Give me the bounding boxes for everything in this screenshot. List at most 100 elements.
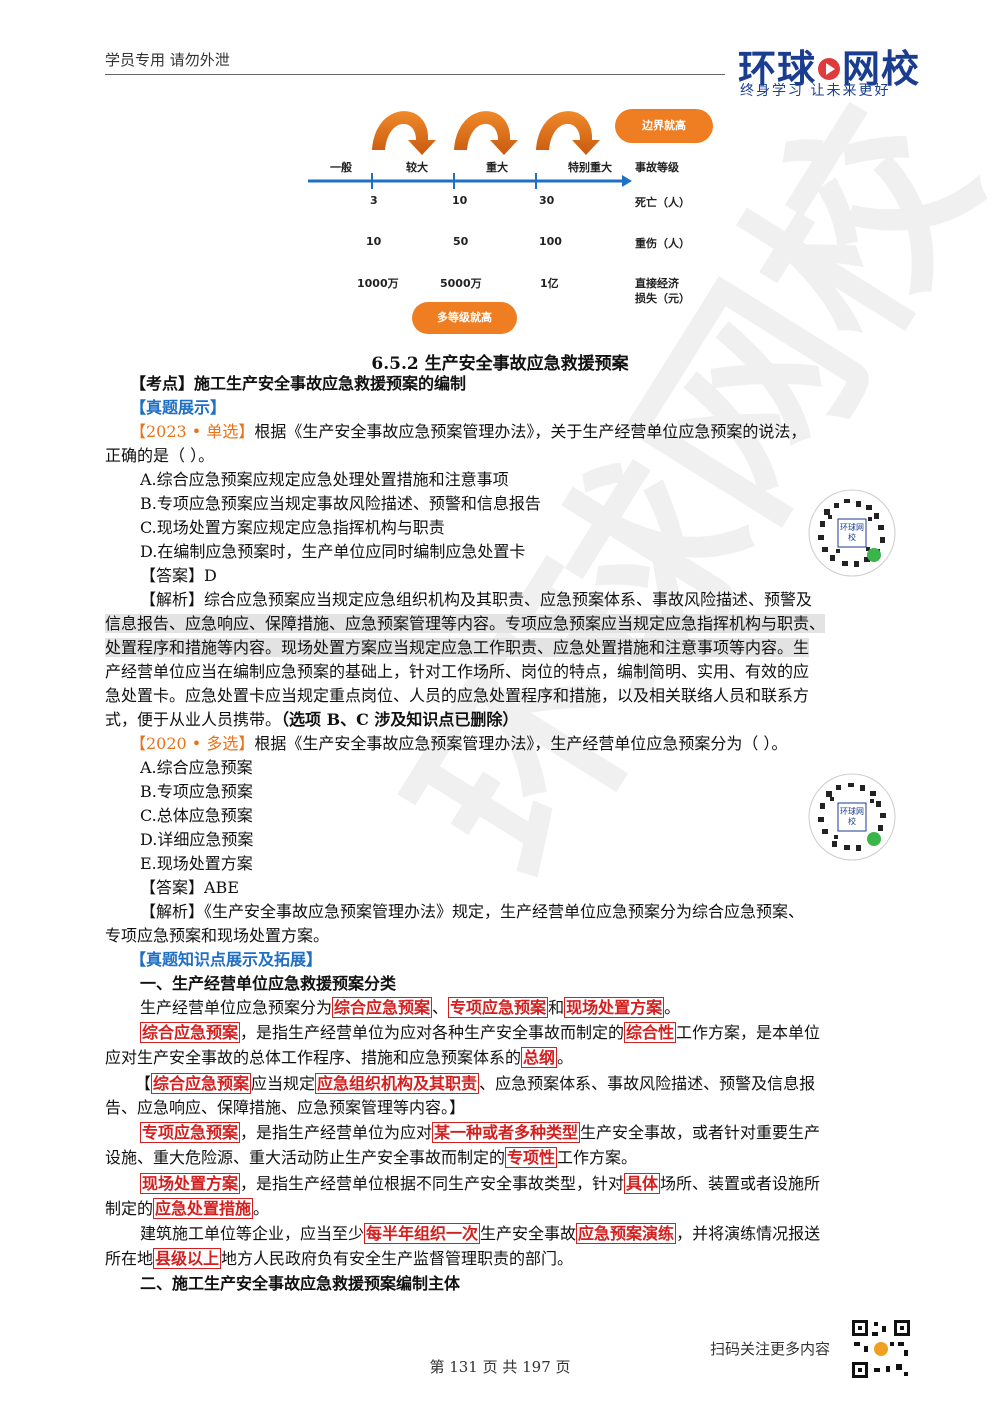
q1-analysis-3-text: 处置程序和措施等内容。现场处置方案应当规定应急工作职责、应急处置措施和注意事项等… bbox=[105, 638, 810, 657]
row2-label: 重伤（人） bbox=[635, 237, 690, 250]
p5-hl-c: 具体 bbox=[624, 1173, 661, 1194]
knowledge-p2-line1: 综合应急预案，是指生产经营单位为应对各种生产安全事故而制定的综合性工作方案，是本… bbox=[140, 1022, 960, 1044]
p6-hl-g: 县级以上 bbox=[153, 1248, 222, 1269]
qr-code-2-graphic bbox=[808, 773, 896, 861]
q1-analysis-5: 急处置卡。应急处置卡应当规定重点岗位、人员的应急处置程序和措施，以及相关联络人员… bbox=[105, 686, 810, 705]
knowledge-h1: 一、生产经营单位应急救援预案分类 bbox=[140, 974, 397, 993]
qr-code-2[interactable]: 环球网校 bbox=[808, 773, 896, 861]
q2-option-e: E.现场处置方案 bbox=[140, 854, 253, 873]
section-title: 6.5.2 生产安全事故应急救援预案 bbox=[371, 354, 629, 374]
q1-analysis-note: （选项 B、C 涉及知识点已删除） bbox=[281, 710, 519, 729]
logo-text-left: 环球 bbox=[738, 47, 817, 91]
level-3: 重大 bbox=[486, 161, 508, 174]
row3-v3: 1亿 bbox=[540, 277, 559, 290]
p3-hl-b: 综合应急预案 bbox=[151, 1073, 252, 1094]
row2-v1: 10 bbox=[366, 235, 382, 248]
p6-text-f: 所在地 bbox=[105, 1249, 154, 1268]
row2-v2: 50 bbox=[453, 235, 469, 248]
knowledge-p4-line2: 设施、重大危险源、重大活动防止生产安全事故而制定的专项性工作方案。 bbox=[105, 1147, 925, 1169]
axis-label: 事故等级 bbox=[635, 161, 679, 174]
p5-hl-a: 现场处置方案 bbox=[140, 1173, 241, 1194]
p1-hl-f: 现场处置方案 bbox=[564, 997, 665, 1018]
header-note: 学员专用 请勿外泄 bbox=[105, 51, 230, 69]
arrow-arc-2 bbox=[454, 111, 518, 155]
logo-slogan: 终身学习 让未来更好 bbox=[740, 83, 891, 99]
q1-analysis-1: 【解析】综合应急预案应当规定应急组织机构及其职责、应急预案体系、事故风险描述、预… bbox=[140, 590, 813, 609]
kaodian: 【考点】施工生产安全事故应急救援预案的编制 bbox=[130, 374, 467, 393]
row3-v2: 5000万 bbox=[440, 277, 482, 290]
q1-answer: 【答案】D bbox=[140, 566, 217, 585]
q1-analysis-3: 处置程序和措施等内容。现场处置方案应当规定应急工作职责、应急处置措施和注意事项等… bbox=[105, 637, 925, 659]
q2-stem-text: 根据《生产安全事故应急预案管理办法》，生产经营单位应急预案分为（ ）。 bbox=[254, 734, 788, 753]
p1-hl-d: 专项应急预案 bbox=[448, 997, 549, 1018]
qr-code-2-label: 环球网校 bbox=[840, 807, 864, 826]
arrow-arc-1 bbox=[372, 111, 436, 155]
zhenti-header: 【真题展示】 bbox=[130, 398, 227, 417]
qr-code-1-label: 环球网校 bbox=[840, 523, 864, 542]
knowledge-p3-line1: 【综合应急预案应当规定应急组织机构及其职责、应急预案体系、事故风险描述、预警及信… bbox=[135, 1073, 955, 1095]
q1-analysis-last: 式，便于从业人员携带。 bbox=[105, 710, 282, 729]
p2-text-g: 。 bbox=[557, 1048, 574, 1067]
logo-text-right: 网校 bbox=[842, 47, 921, 91]
p6-text-h: 地方人民政府负有安全生产监督管理职责的部门。 bbox=[221, 1249, 574, 1268]
q1-option-b: B.专项应急预案应当规定事故风险描述、预警和信息报告 bbox=[140, 494, 541, 513]
q2-option-b: B.专项应急预案 bbox=[140, 782, 253, 801]
p5-text-b: ，是指生产经营单位根据不同生产安全事故类型，针对 bbox=[240, 1174, 625, 1193]
knowledge-p6-line1: 建筑施工单位等企业，应当至少每半年组织一次生产安全事故应急预案演练，并将演练情况… bbox=[140, 1223, 960, 1245]
level-4: 特别重大 bbox=[568, 161, 612, 174]
header-divider bbox=[105, 74, 725, 75]
cloud-bottom: 多等级就高 bbox=[412, 302, 517, 334]
knowledge-p3-line2: 告、应急响应、保障措施、应急预案管理等内容。】 bbox=[105, 1098, 466, 1117]
p6-text-e: ，并将演练情况报送 bbox=[676, 1224, 821, 1243]
row3-label-1: 直接经济 bbox=[635, 277, 679, 290]
p1-text-a: 生产经营单位应急预案分为 bbox=[140, 998, 333, 1017]
row2-v3: 100 bbox=[539, 235, 562, 248]
row3-v1: 1000万 bbox=[357, 277, 399, 290]
q2-analysis-1: 【解析】《生产安全事故应急预案管理办法》规定，生产经营单位应急预案分为综合应急预… bbox=[140, 902, 805, 921]
p6-hl-d: 应急预案演练 bbox=[576, 1223, 677, 1244]
p4-text-d: 生产安全事故，或者针对重要生产 bbox=[580, 1123, 821, 1142]
q1-stem: 【2023 • 单选】根据《生产安全事故应急预案管理办法》，关于生产经营单位应急… bbox=[130, 421, 950, 443]
p5-text-e: 制定的 bbox=[105, 1199, 154, 1218]
axis-arrowhead bbox=[622, 175, 632, 187]
level-1: 一般 bbox=[330, 161, 352, 174]
p2-hl-a: 综合应急预案 bbox=[140, 1022, 241, 1043]
p4-text-g: 工作方案。 bbox=[557, 1148, 638, 1167]
q1-option-d: D.在编制应急预案时，生产单位应同时编制应急处置卡 bbox=[140, 542, 526, 561]
p4-text-b: ，是指生产经营单位为应对 bbox=[240, 1123, 433, 1142]
p1-text-c: 、 bbox=[432, 998, 449, 1017]
q2-answer: 【答案】ABE bbox=[140, 878, 239, 897]
p4-hl-f: 专项性 bbox=[505, 1147, 558, 1168]
p6-text-a: 建筑施工单位等企业，应当至少 bbox=[140, 1224, 365, 1243]
p5-text-g: 。 bbox=[253, 1199, 270, 1218]
knowledge-p6-line2: 所在地县级以上地方人民政府负有安全生产监督管理职责的部门。 bbox=[105, 1248, 925, 1270]
knowledge-header: 【真题知识点展示及拓展】 bbox=[130, 950, 323, 969]
p1-text-e: 和 bbox=[548, 998, 565, 1017]
play-icon bbox=[818, 57, 841, 80]
arrow-arc-3 bbox=[536, 111, 600, 155]
q2-analysis-2: 专项应急预案和现场处置方案。 bbox=[105, 926, 330, 945]
cloud-top: 边界就高 bbox=[615, 109, 713, 143]
p6-hl-b: 每半年组织一次 bbox=[364, 1223, 481, 1244]
diagram-graphics bbox=[308, 111, 632, 189]
logo: 环球网校 bbox=[738, 38, 920, 93]
q2-option-c: C.总体应急预案 bbox=[140, 806, 253, 825]
q1-tag: 【2023 • 单选】 bbox=[130, 422, 255, 441]
knowledge-h2: 二、施工生产安全事故应急救援预案编制主体 bbox=[140, 1274, 461, 1293]
q2-stem: 【2020 • 多选】根据《生产安全事故应急预案管理办法》，生产经营单位应急预案… bbox=[130, 733, 950, 755]
p3-text-e: 、应急预案体系、事故风险描述、预警及信息报 bbox=[479, 1074, 816, 1093]
p1-text-g: 。 bbox=[664, 998, 681, 1017]
qr-code-1[interactable]: 环球网校 bbox=[808, 489, 896, 577]
p1-hl-b: 综合应急预案 bbox=[332, 997, 433, 1018]
q1-analysis-6: 式，便于从业人员携带。（选项 B、C 涉及知识点已删除） bbox=[105, 709, 925, 731]
p3-text-c: 应当规定 bbox=[251, 1074, 316, 1093]
q1-analysis-2-text: 信息报告、应急响应、保障措施、应急预案管理等内容。专项应急预案应当规定应急指挥机… bbox=[105, 614, 826, 633]
footer-qr-code[interactable] bbox=[850, 1318, 912, 1380]
q2-tag: 【2020 • 多选】 bbox=[130, 734, 255, 753]
q1-stem-1: 根据《生产安全事故应急预案管理办法》，关于生产经营单位应急预案的说法， bbox=[254, 422, 807, 441]
knowledge-p1: 生产经营单位应急预案分为综合应急预案、专项应急预案和现场处置方案。 bbox=[140, 997, 960, 1019]
p4-hl-a: 专项应急预案 bbox=[140, 1122, 241, 1143]
q2-option-d: D.详细应急预案 bbox=[140, 830, 254, 849]
row1-v1: 3 bbox=[370, 194, 378, 207]
p2-text-e: 应对生产安全事故的总体工作程序、措施和应急预案体系的 bbox=[105, 1048, 522, 1067]
